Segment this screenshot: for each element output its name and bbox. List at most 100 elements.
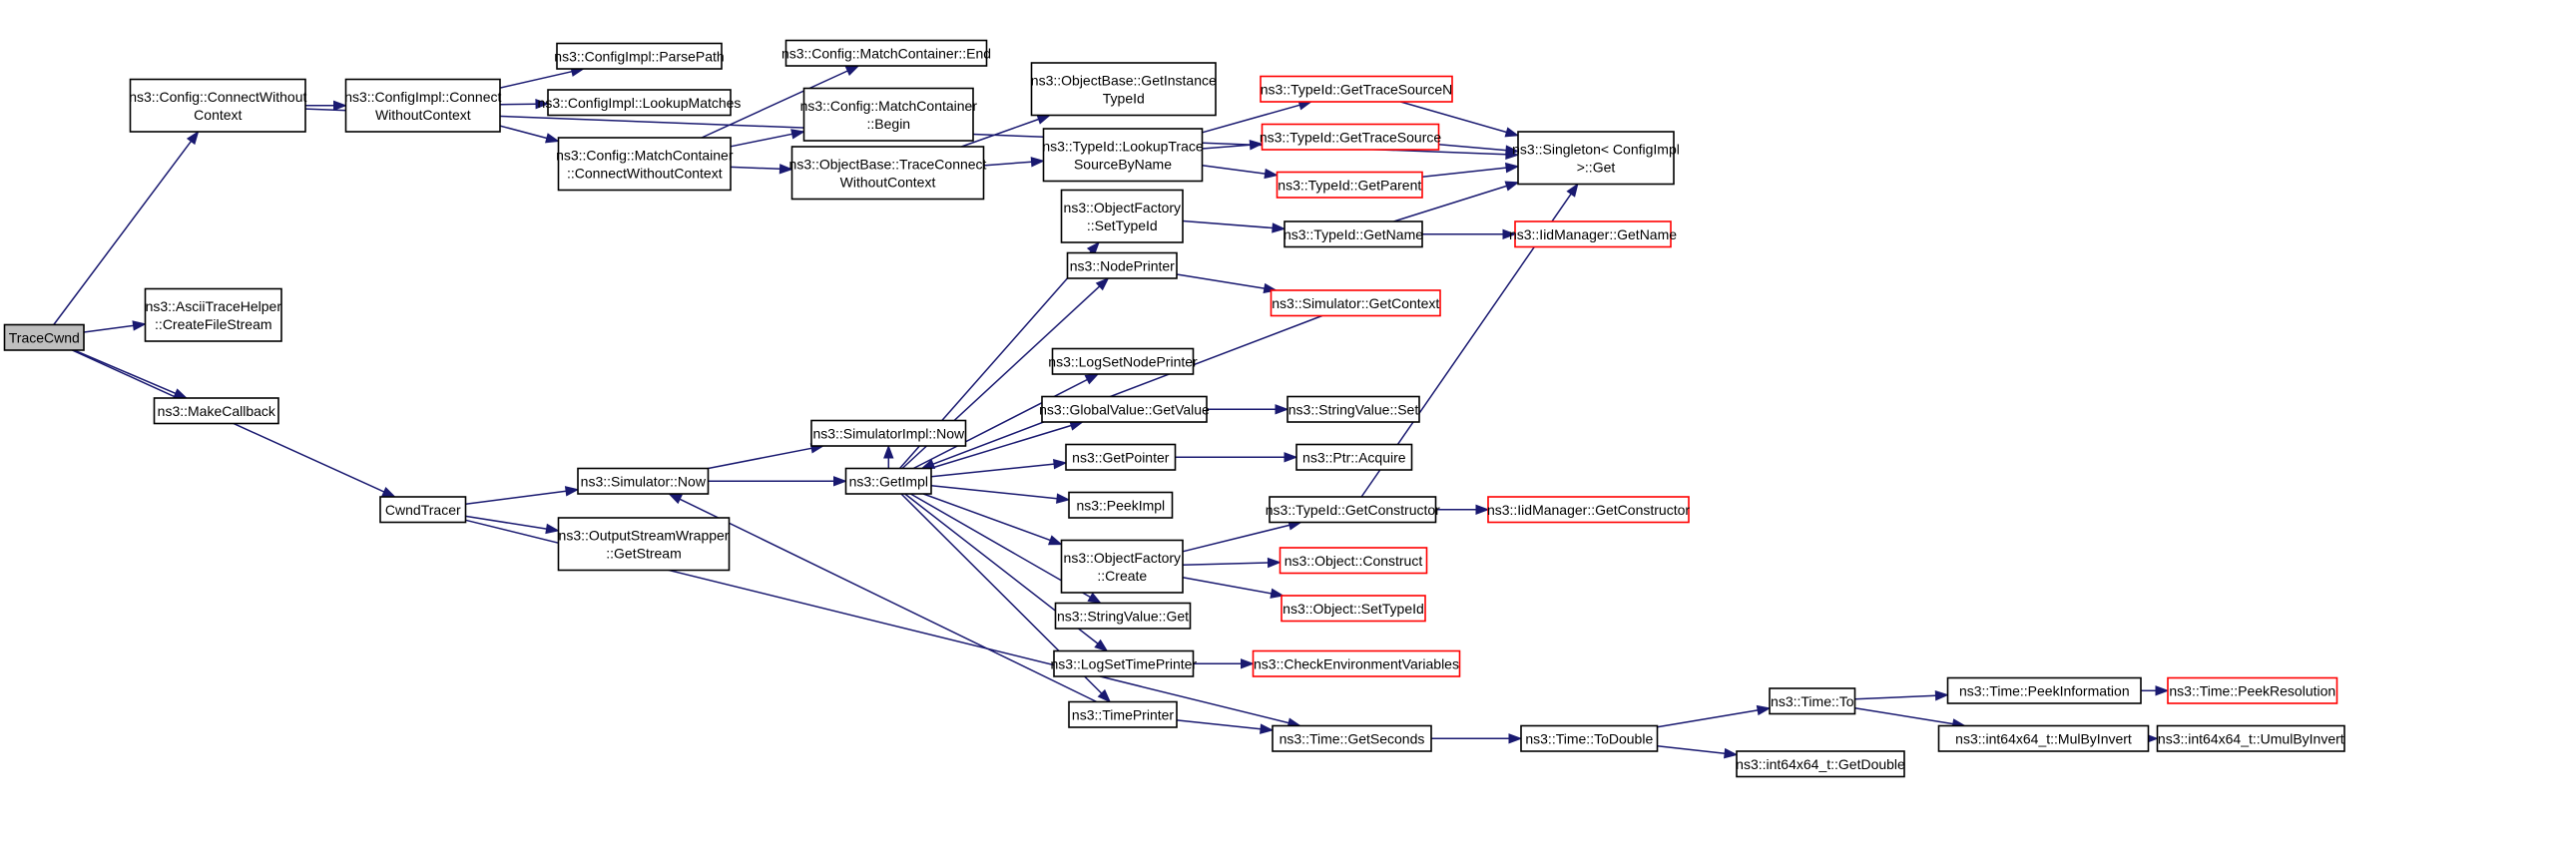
node-box[interactable]	[1054, 602, 1192, 630]
node-make-callback[interactable]: ns3::MakeCallback	[153, 397, 279, 425]
node-simulator-get-context[interactable]: ns3::Simulator::GetContext	[1270, 289, 1441, 317]
node-box[interactable]	[1281, 595, 1426, 623]
node-object-set-typeid[interactable]: ns3::Object::SetTypeId	[1281, 595, 1426, 623]
node-int64x64-umul-by-invert[interactable]: ns3::int64x64_t::UmulByInvert	[2156, 724, 2345, 752]
node-output-stream-wrapper-get-stream[interactable]: ns3::OutputStreamWrapper::GetStream	[557, 517, 731, 572]
node-int64x64-mul-by-invert[interactable]: ns3::int64x64_t::MulByInvert	[1937, 724, 2150, 752]
node-box[interactable]	[1520, 724, 1659, 752]
node-config-connect-without-context[interactable]: ns3::Config::ConnectWithoutContext	[129, 78, 307, 133]
node-box[interactable]	[1514, 220, 1672, 248]
node-box[interactable]	[1487, 496, 1690, 524]
node-box[interactable]	[1272, 724, 1432, 752]
node-peek-impl[interactable]: ns3::PeekImpl	[1068, 491, 1174, 519]
node-check-environment-variables[interactable]: ns3::CheckEnvironmentVariables	[1252, 649, 1461, 677]
node-box[interactable]	[1260, 75, 1453, 103]
node-config-impl-parse-path[interactable]: ns3::ConfigImpl::ParsePath	[554, 42, 725, 70]
node-typeid-get-name[interactable]: ns3::TypeId::GetName	[1284, 220, 1423, 248]
node-object-factory-set-typeid[interactable]: ns3::ObjectFactory::SetTypeId	[1060, 189, 1184, 243]
node-box[interactable]	[557, 137, 732, 192]
node-config-impl-lookup-matches[interactable]: ns3::ConfigImpl::LookupMatches	[538, 89, 742, 117]
node-box[interactable]	[1066, 251, 1178, 279]
node-simulator-now[interactable]: ns3::Simulator::Now	[577, 467, 710, 495]
node-log-set-time-printer[interactable]: ns3::LogSetTimePrinter	[1051, 649, 1198, 677]
node-iid-manager-get-constructor[interactable]: ns3::IidManager::GetConstructor	[1487, 496, 1690, 524]
node-box[interactable]	[1051, 347, 1195, 375]
node-match-container-connect-without-context[interactable]: ns3::Config::MatchContainer::ConnectWith…	[556, 137, 734, 192]
node-box[interactable]	[1068, 491, 1174, 519]
node-box[interactable]	[547, 89, 732, 117]
node-object-factory-create[interactable]: ns3::ObjectFactory::Create	[1060, 539, 1184, 594]
node-box[interactable]	[3, 323, 85, 351]
node-box[interactable]	[129, 78, 306, 133]
node-box[interactable]	[1030, 62, 1217, 117]
node-time-to[interactable]: ns3::Time::To	[1769, 687, 1856, 715]
node-box[interactable]	[144, 287, 282, 342]
node-box[interactable]	[557, 517, 731, 572]
node-get-pointer[interactable]: ns3::GetPointer	[1065, 443, 1177, 471]
node-box[interactable]	[1284, 220, 1423, 248]
node-box[interactable]	[1252, 649, 1461, 677]
node-box[interactable]	[1946, 676, 2142, 704]
node-object-base-trace-connect-without-context[interactable]: ns3::ObjectBase::TraceConnectWithoutCont…	[789, 146, 987, 201]
node-simulator-impl-now[interactable]: ns3::SimulatorImpl::Now	[810, 419, 967, 447]
node-box[interactable]	[802, 87, 974, 142]
node-box[interactable]	[1041, 395, 1208, 423]
node-ptr-acquire[interactable]: ns3::Ptr::Acquire	[1295, 443, 1413, 471]
node-singleton-config-impl-get[interactable]: ns3::Singleton< ConfigImpl >::Get	[1512, 131, 1680, 186]
node-cwnd-tracer[interactable]: CwndTracer	[379, 496, 467, 524]
node-box[interactable]	[556, 42, 723, 70]
node-time-to-double[interactable]: ns3::Time::ToDouble	[1520, 724, 1659, 752]
node-string-value-set[interactable]: ns3::StringValue::Set	[1287, 395, 1420, 423]
node-box[interactable]	[2167, 676, 2338, 704]
node-box[interactable]	[2156, 724, 2345, 752]
node-node-printer[interactable]: ns3::NodePrinter	[1066, 251, 1178, 279]
node-global-value-get-value[interactable]: ns3::GlobalValue::GetValue	[1039, 395, 1210, 423]
node-box[interactable]	[1068, 700, 1178, 728]
node-iid-manager-get-name[interactable]: ns3::IidManager::GetName	[1509, 220, 1677, 248]
node-get-impl[interactable]: ns3::GetImpl	[844, 467, 932, 495]
node-box[interactable]	[1261, 123, 1440, 151]
node-box[interactable]	[1279, 547, 1428, 575]
node-box[interactable]	[1042, 128, 1204, 183]
node-box[interactable]	[1053, 649, 1195, 677]
node-box[interactable]	[1065, 443, 1177, 471]
node-typeid-get-trace-source[interactable]: ns3::TypeId::GetTraceSource	[1260, 123, 1442, 151]
node-time-printer[interactable]: ns3::TimePrinter	[1068, 700, 1178, 728]
node-log-set-node-printer[interactable]: ns3::LogSetNodePrinter	[1048, 347, 1198, 375]
node-match-container-begin[interactable]: ns3::Config::MatchContainer::Begin	[800, 87, 978, 142]
node-box[interactable]	[1295, 443, 1413, 471]
node-time-get-seconds[interactable]: ns3::Time::GetSeconds	[1272, 724, 1432, 752]
node-box[interactable]	[1937, 724, 2150, 752]
node-time-peek-information[interactable]: ns3::Time::PeekInformation	[1946, 676, 2142, 704]
node-box[interactable]	[1270, 289, 1441, 317]
node-match-container-end[interactable]: ns3::Config::MatchContainer::End	[781, 39, 991, 67]
node-ascii-trace-helper-create-file-stream[interactable]: ns3::AsciiTraceHelper::CreateFileStream	[144, 287, 282, 342]
node-box[interactable]	[790, 146, 985, 201]
node-box[interactable]	[577, 467, 710, 495]
node-tracecwnd[interactable]: TraceCwnd	[3, 323, 85, 351]
node-box[interactable]	[1769, 687, 1856, 715]
node-box[interactable]	[344, 78, 501, 133]
node-box[interactable]	[810, 419, 967, 447]
node-typeid-get-constructor[interactable]: ns3::TypeId::GetConstructor	[1266, 496, 1440, 524]
node-int64x64-get-double[interactable]: ns3::int64x64_t::GetDouble	[1736, 750, 1905, 778]
node-box[interactable]	[1269, 496, 1437, 524]
node-object-construct[interactable]: ns3::Object::Construct	[1279, 547, 1428, 575]
node-box[interactable]	[784, 39, 988, 67]
node-box[interactable]	[1736, 750, 1905, 778]
node-box[interactable]	[153, 397, 279, 425]
node-box[interactable]	[1060, 539, 1184, 594]
node-typeid-get-trace-source-n[interactable]: ns3::TypeId::GetTraceSourceN	[1260, 75, 1453, 103]
node-box[interactable]	[1287, 395, 1420, 423]
node-box[interactable]	[1060, 189, 1184, 243]
node-typeid-get-parent[interactable]: ns3::TypeId::GetParent	[1276, 171, 1423, 199]
node-box[interactable]	[844, 467, 932, 495]
node-box[interactable]	[379, 496, 467, 524]
node-time-peek-resolution[interactable]: ns3::Time::PeekResolution	[2167, 676, 2338, 704]
node-string-value-get[interactable]: ns3::StringValue::Get	[1054, 602, 1192, 630]
node-box[interactable]	[1276, 171, 1423, 199]
node-config-impl-connect-without-context[interactable]: ns3::ConfigImpl::ConnectWithoutContext	[344, 78, 502, 133]
node-box[interactable]	[1517, 131, 1675, 186]
